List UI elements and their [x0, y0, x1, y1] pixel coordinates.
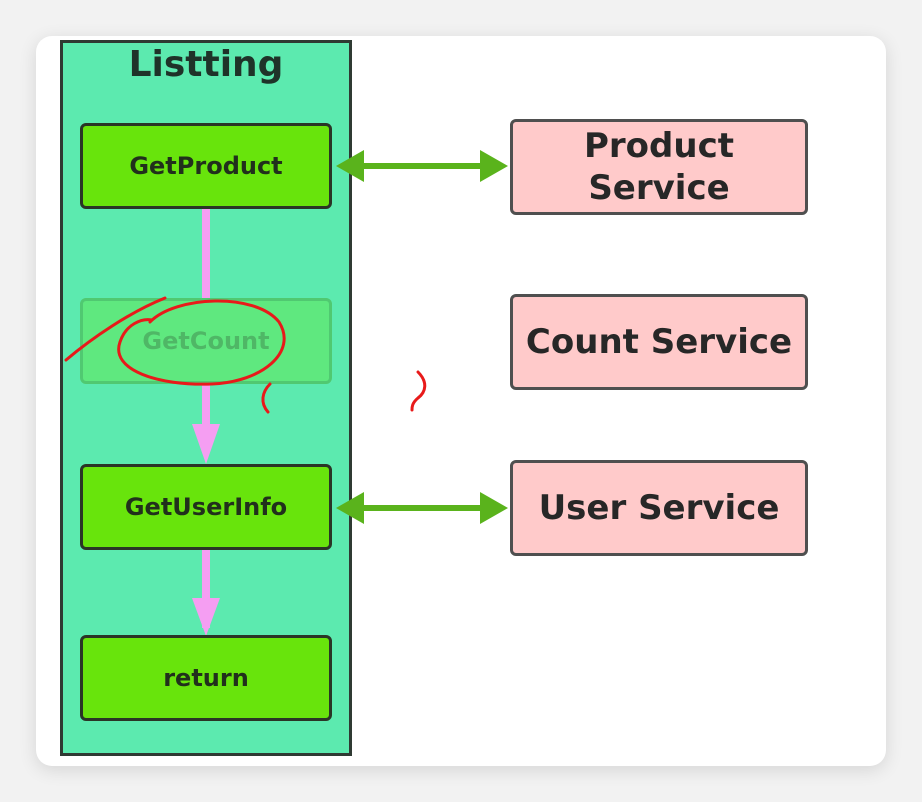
product-service-box[interactable]: Product Service: [510, 119, 808, 215]
step-get-product[interactable]: GetProduct: [80, 123, 332, 209]
user-service-label: User Service: [538, 487, 780, 528]
user-service-box[interactable]: User Service: [510, 460, 808, 556]
listing-title: Listting: [128, 44, 284, 85]
step-get-user-info[interactable]: GetUserInfo: [80, 464, 332, 550]
count-service-label: Count Service: [525, 321, 793, 362]
step-get-count[interactable]: GetCount: [80, 298, 332, 384]
product-service-label-line1: Product: [584, 125, 734, 166]
count-service-box[interactable]: Count Service: [510, 294, 808, 390]
step-return[interactable]: return: [80, 635, 332, 721]
product-service-label-line2: Service: [588, 168, 730, 208]
